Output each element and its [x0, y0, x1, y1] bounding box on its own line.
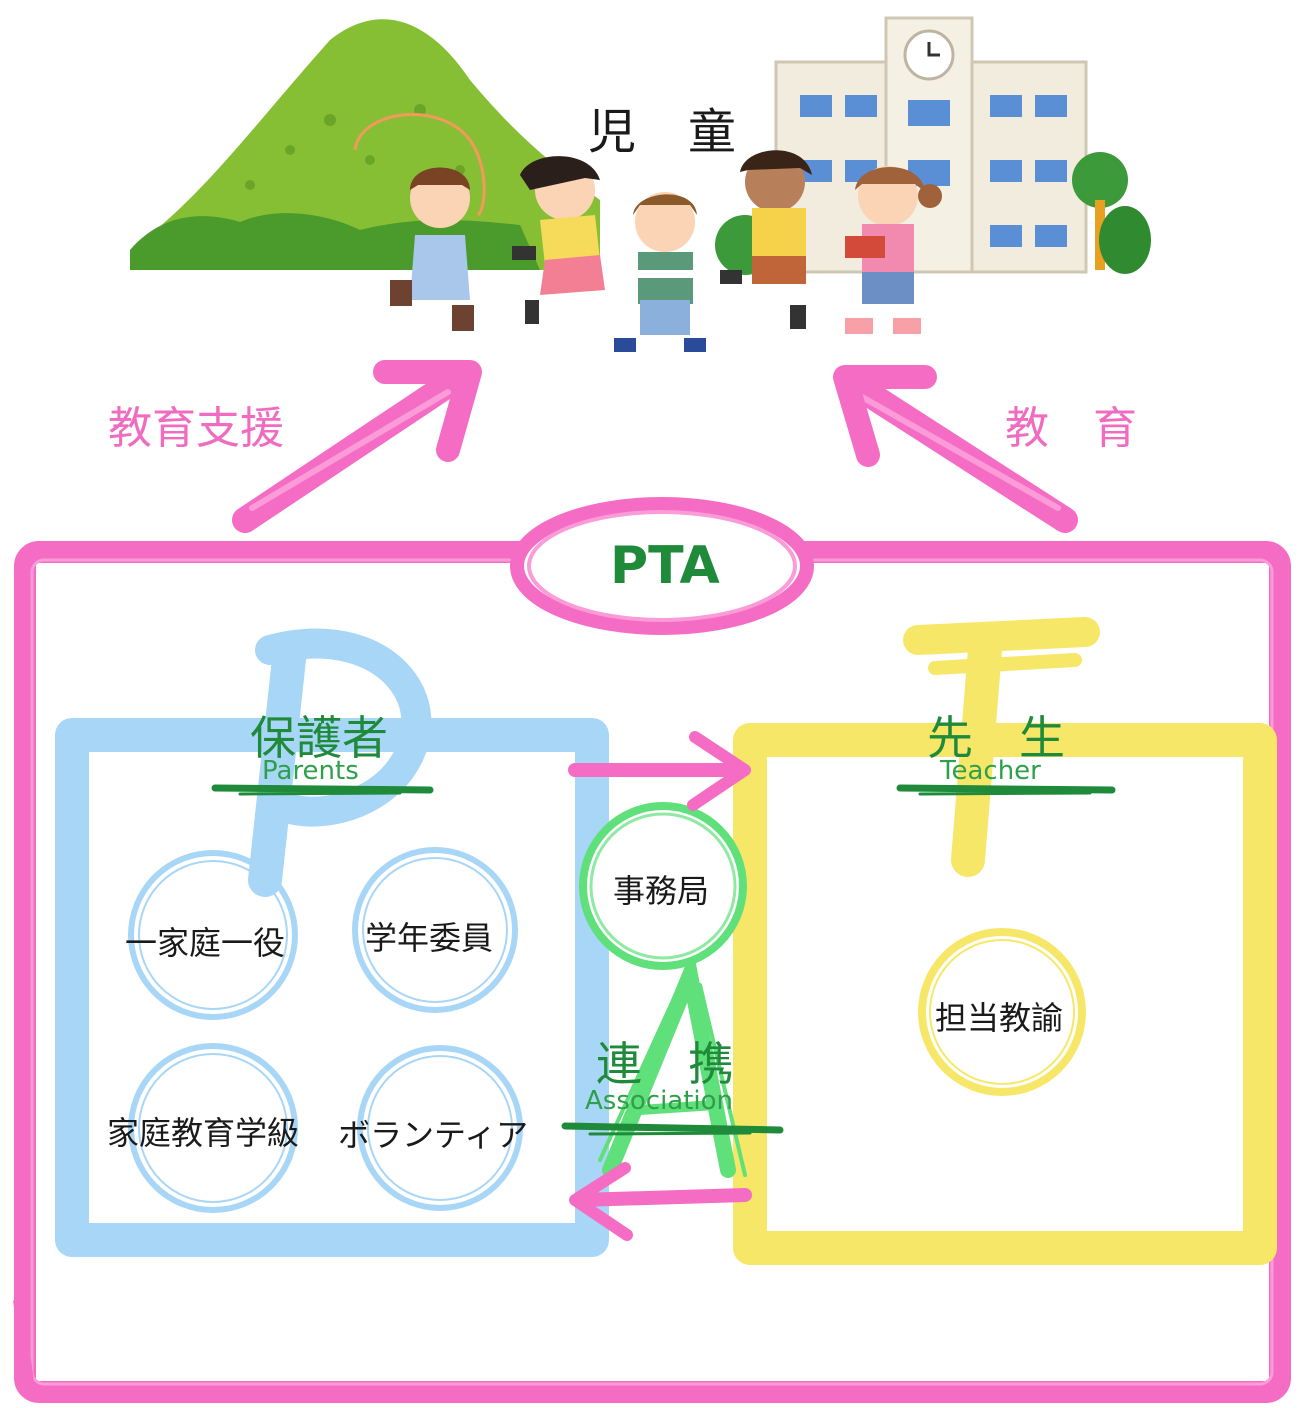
teachers-group-1: 担当教諭 [935, 999, 1064, 1037]
arrow-up-right [833, 365, 1078, 533]
education-label: 教 育 [1005, 403, 1137, 454]
arrow-to-parents [569, 1162, 752, 1241]
office-label: 事務局 [613, 872, 710, 910]
parents-p-letter [248, 628, 432, 897]
parents-group-4: ボランティア [338, 1116, 529, 1154]
parents-group-circles [128, 847, 523, 1213]
pta-ellipse [510, 497, 814, 635]
parents-title: 保護者 [250, 711, 388, 765]
education-support-label: 教育支援 [108, 403, 284, 454]
school-illustration [715, 16, 1151, 275]
parents-subtitle: Parents [262, 756, 359, 786]
parents-box [55, 718, 609, 1257]
arrow-to-teachers [568, 731, 751, 811]
pta-frame [13, 541, 1291, 1403]
children-label: 児 童 [588, 104, 739, 160]
office-circle [579, 802, 747, 970]
label-underlines [211, 784, 1116, 1136]
parents-group-2: 学年委員 [365, 919, 494, 957]
arrow-up-left [232, 360, 482, 533]
parents-group-1: 一家庭一役 [125, 924, 286, 962]
association-a-letter [598, 947, 747, 1178]
association-title: 連 携 [596, 1037, 734, 1091]
teachers-title: 先 生 [927, 711, 1065, 765]
hill-illustration [130, 19, 600, 270]
children-illustration [353, 113, 942, 352]
teachers-t-letter [903, 617, 1100, 877]
teachers-subtitle: Teacher [940, 756, 1041, 786]
parents-group-3: 家庭教育学級 [107, 1114, 300, 1152]
pta-title: PTA [610, 536, 720, 596]
teachers-box [733, 723, 1277, 1265]
teachers-group-circle [918, 928, 1086, 1096]
association-subtitle: Association [585, 1086, 734, 1116]
